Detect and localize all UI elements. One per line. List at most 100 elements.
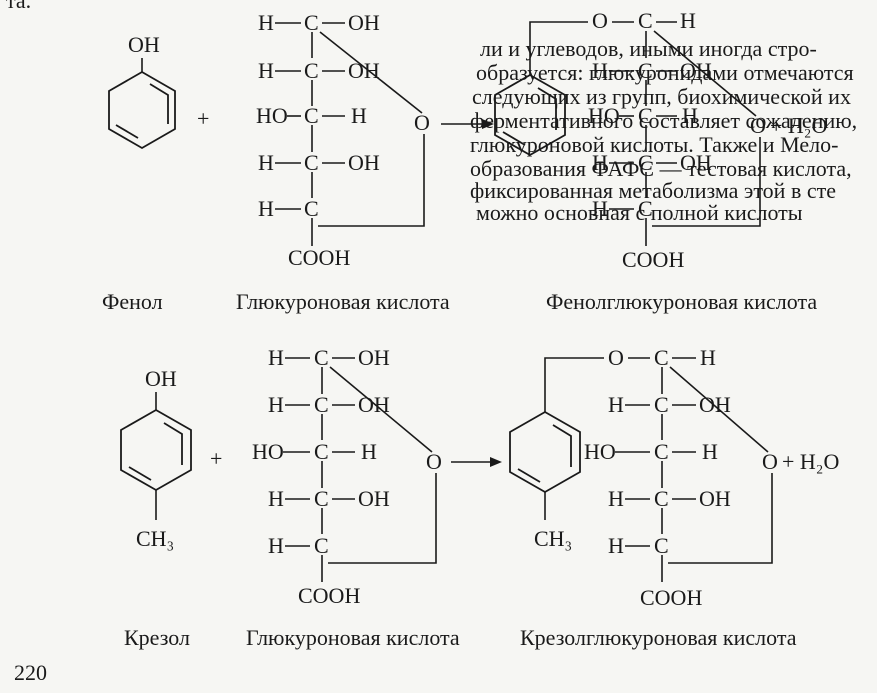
svg-text:C: C xyxy=(314,392,329,417)
svg-text:COOH: COOH xyxy=(298,583,360,608)
svg-text:фиксированная метаболизма этой: фиксированная метаболизма этой в сте xyxy=(470,178,836,203)
svg-text:C: C xyxy=(304,10,319,35)
svg-text:H: H xyxy=(361,439,377,464)
svg-text:образуется: глюкуронидами отме: образуется: глюкуронидами отмечаются xyxy=(476,60,854,85)
svg-text:OH: OH xyxy=(145,366,177,391)
svg-text:C: C xyxy=(654,533,669,558)
svg-text:образования ФАФС — тестовая ки: образования ФАФС — тестовая кислота, xyxy=(470,156,852,181)
svg-text:OH: OH xyxy=(348,10,380,35)
svg-text:H: H xyxy=(592,150,608,175)
svg-text:C: C xyxy=(638,103,653,128)
svg-text:C: C xyxy=(654,345,669,370)
svg-text:HO: HO xyxy=(584,439,616,464)
svg-text:CH₃: CH₃ xyxy=(534,526,572,551)
svg-text:C: C xyxy=(654,486,669,511)
svg-text:OH: OH xyxy=(358,345,390,370)
svg-text:H: H xyxy=(608,533,624,558)
svg-text:H: H xyxy=(702,439,718,464)
page-number: 220 xyxy=(14,660,47,685)
svg-text:C: C xyxy=(304,196,319,221)
svg-text:H: H xyxy=(680,8,696,33)
svg-text:COOH: COOH xyxy=(622,247,684,272)
svg-text:ферментативного составляет сож: ферментативного составляет сожалению, xyxy=(470,108,857,133)
svg-text:C: C xyxy=(654,392,669,417)
svg-text:следующих из групп, биохимичес: следующих из групп, биохимической их xyxy=(472,84,851,109)
cresol-glucuronide: CH₃ O C H H C OH HO C H H C OH xyxy=(509,345,839,610)
top-fragment: та. xyxy=(6,0,31,13)
svg-text:OH: OH xyxy=(358,486,390,511)
svg-text:ли и углеводов, иными иногда с: ли и углеводов, иными иногда стро- xyxy=(480,36,817,61)
reaction-arrow-1 xyxy=(441,119,494,129)
svg-text:C: C xyxy=(314,533,329,558)
svg-text:O: O xyxy=(750,113,766,138)
phenol-oh-label: OH xyxy=(128,32,160,57)
svg-text:H: H xyxy=(608,486,624,511)
svg-text:H: H xyxy=(258,150,274,175)
svg-text:H: H xyxy=(268,486,284,511)
glucuronic-caption-1: Глюкуроновая кислота xyxy=(236,289,450,314)
glucuronic-caption-2: Глюкуроновая кислота xyxy=(246,625,460,650)
svg-text:H: H xyxy=(700,345,716,370)
svg-text:C: C xyxy=(304,58,319,83)
phenol-glucuronide: O C H H C OH HO C H H C OH H xyxy=(494,8,827,272)
svg-text:COOH: COOH xyxy=(640,585,702,610)
svg-text:H: H xyxy=(351,103,367,128)
svg-text:OH: OH xyxy=(699,486,731,511)
plus-sign-2: + xyxy=(210,446,222,471)
svg-text:HO: HO xyxy=(256,103,288,128)
svg-text:C: C xyxy=(638,58,653,83)
cresol-structure: OH CH₃ xyxy=(120,366,192,551)
glucuronic-acid-2: H C OH H C OH HO C H H C OH H xyxy=(252,345,442,608)
cresol-ring xyxy=(120,408,192,492)
phenol-structure: OH xyxy=(108,32,176,150)
svg-text:OH: OH xyxy=(348,150,380,175)
svg-text:C: C xyxy=(638,150,653,175)
svg-text:+ H₂O: + H₂O xyxy=(782,449,839,474)
svg-text:OH: OH xyxy=(348,58,380,83)
svg-text:OH: OH xyxy=(680,150,712,175)
svg-text:O: O xyxy=(426,449,442,474)
phenol-glucuronide-caption: Фенолглюкуроновая кислота xyxy=(546,289,817,314)
product-ring-1 xyxy=(494,73,566,157)
phenol-ring xyxy=(108,70,176,150)
svg-text:C: C xyxy=(314,345,329,370)
svg-text:H: H xyxy=(268,345,284,370)
product-ring-2 xyxy=(509,410,581,494)
svg-text:H: H xyxy=(682,103,698,128)
svg-text:H: H xyxy=(268,533,284,558)
svg-text:C: C xyxy=(314,486,329,511)
svg-text:H: H xyxy=(592,196,608,221)
cresol-caption: Крезол xyxy=(124,625,190,650)
glucuronic-acid-1: H C OH H C OH HO C H H C OH H xyxy=(256,10,430,270)
svg-text:C: C xyxy=(654,439,669,464)
reaction-arrow-2 xyxy=(451,457,502,467)
svg-text:C: C xyxy=(304,150,319,175)
svg-text:C: C xyxy=(638,196,653,221)
cresol-glucuronide-caption: Крезолглюкуроновая кислота xyxy=(520,625,797,650)
svg-text:H: H xyxy=(258,58,274,83)
plus-sign-1: + xyxy=(197,106,209,131)
svg-text:можно основная с полной кислот: можно основная с полной кислоты xyxy=(476,200,803,225)
svg-text:H: H xyxy=(258,196,274,221)
svg-text:COOH: COOH xyxy=(288,245,350,270)
svg-text:+ H₂O: + H₂O xyxy=(770,113,827,138)
svg-text:C: C xyxy=(304,103,319,128)
svg-text:O: O xyxy=(592,8,608,33)
svg-text:H: H xyxy=(608,392,624,417)
svg-text:H: H xyxy=(592,58,608,83)
svg-text:H: H xyxy=(258,10,274,35)
svg-text:C: C xyxy=(314,439,329,464)
phenol-caption: Фенол xyxy=(102,289,163,314)
svg-text:HO: HO xyxy=(588,103,620,128)
svg-text:O: O xyxy=(762,449,778,474)
svg-text:O: O xyxy=(608,345,624,370)
svg-text:глюкуроновой кислоты. Также и: глюкуроновой кислоты. Также и Мело- xyxy=(470,132,838,157)
bleed-through: ли и углеводов, иными иногда стро- образ… xyxy=(470,36,857,225)
svg-text:OH: OH xyxy=(680,58,712,83)
svg-text:C: C xyxy=(638,8,653,33)
svg-text:CH₃: CH₃ xyxy=(136,526,174,551)
svg-text:H: H xyxy=(268,392,284,417)
svg-text:HO: HO xyxy=(252,439,284,464)
